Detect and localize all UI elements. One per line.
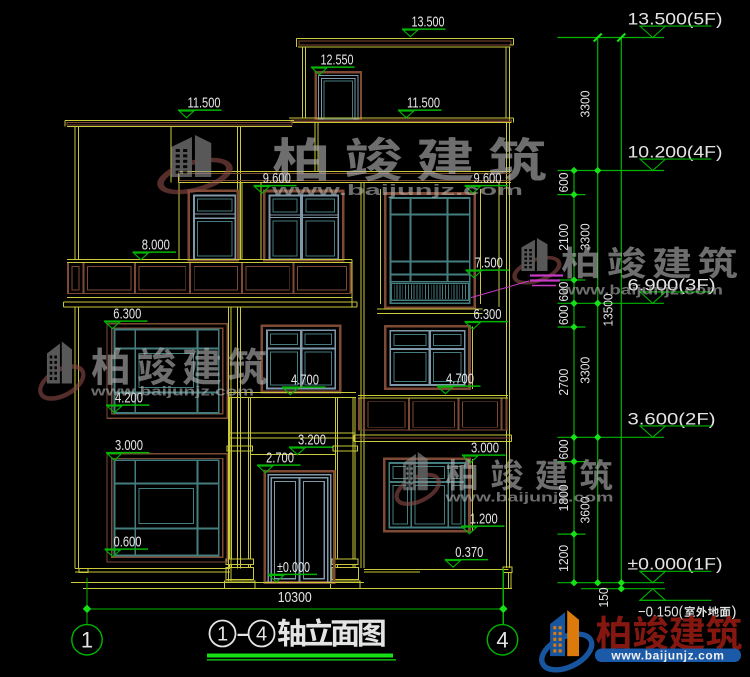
svg-text:13.500(5F): 13.500(5F) (628, 11, 723, 29)
svg-text:6.300: 6.300 (113, 306, 141, 323)
svg-text:4.700: 4.700 (446, 371, 474, 388)
svg-text:600: 600 (556, 282, 571, 302)
svg-text:±0.000: ±0.000 (277, 559, 310, 576)
svg-text:±0.000(1F): ±0.000(1F) (628, 556, 723, 574)
svg-text:3.200: 3.200 (298, 432, 326, 449)
svg-text:4.700: 4.700 (291, 372, 319, 389)
svg-text:1: 1 (81, 628, 93, 653)
svg-text:www.baijunjz.com: www.baijunjz.com (90, 384, 254, 399)
svg-text:2700: 2700 (556, 369, 571, 396)
svg-text:10.200(4F): 10.200(4F) (628, 144, 723, 162)
svg-text:1200: 1200 (556, 545, 571, 572)
svg-text:www.baijunjz.com: www.baijunjz.com (270, 182, 523, 199)
svg-text:4.200: 4.200 (115, 390, 143, 407)
svg-text:3300: 3300 (578, 223, 593, 250)
svg-text:): ) (732, 604, 737, 621)
svg-text:10300: 10300 (278, 589, 312, 606)
svg-text:13.500: 13.500 (412, 14, 445, 31)
svg-text:2100: 2100 (556, 224, 571, 251)
svg-text:600: 600 (556, 173, 571, 193)
svg-text:1.200: 1.200 (470, 511, 498, 528)
svg-text:2.700: 2.700 (266, 450, 294, 467)
svg-text:0.370: 0.370 (455, 544, 483, 561)
svg-text:3300: 3300 (578, 357, 593, 384)
svg-text:11.500: 11.500 (407, 95, 440, 112)
svg-text:4: 4 (256, 624, 267, 646)
svg-text:1800: 1800 (556, 484, 571, 511)
svg-text:6.900(3F): 6.900(3F) (628, 276, 716, 294)
svg-text:1: 1 (217, 624, 228, 646)
svg-text:600: 600 (556, 305, 571, 325)
svg-text:3300: 3300 (578, 91, 593, 118)
svg-text:www.baijunjz.com: www.baijunjz.com (610, 649, 724, 663)
svg-text:–: – (237, 621, 249, 646)
svg-text:150: 150 (596, 588, 611, 608)
svg-text:600: 600 (556, 439, 571, 459)
svg-text:www.baijunjz.com: www.baijunjz.com (444, 491, 614, 505)
svg-text:3.000: 3.000 (115, 437, 143, 454)
svg-text:3600: 3600 (578, 497, 593, 524)
svg-text:6.300: 6.300 (474, 306, 502, 323)
svg-text:12.550: 12.550 (321, 52, 354, 69)
svg-text:3.000: 3.000 (471, 440, 499, 457)
svg-text:13500: 13500 (601, 294, 616, 327)
svg-text:11.500: 11.500 (188, 95, 221, 112)
svg-text:3.600(2F): 3.600(2F) (628, 410, 716, 428)
svg-text:4: 4 (496, 628, 508, 653)
svg-text:www.baijunjz.com: www.baijunjz.com (560, 283, 723, 298)
svg-text:−0.150(: −0.150( (638, 604, 683, 621)
svg-text:8.000: 8.000 (142, 237, 170, 254)
svg-text:0.600: 0.600 (114, 534, 142, 551)
svg-text:7.500: 7.500 (475, 255, 503, 272)
